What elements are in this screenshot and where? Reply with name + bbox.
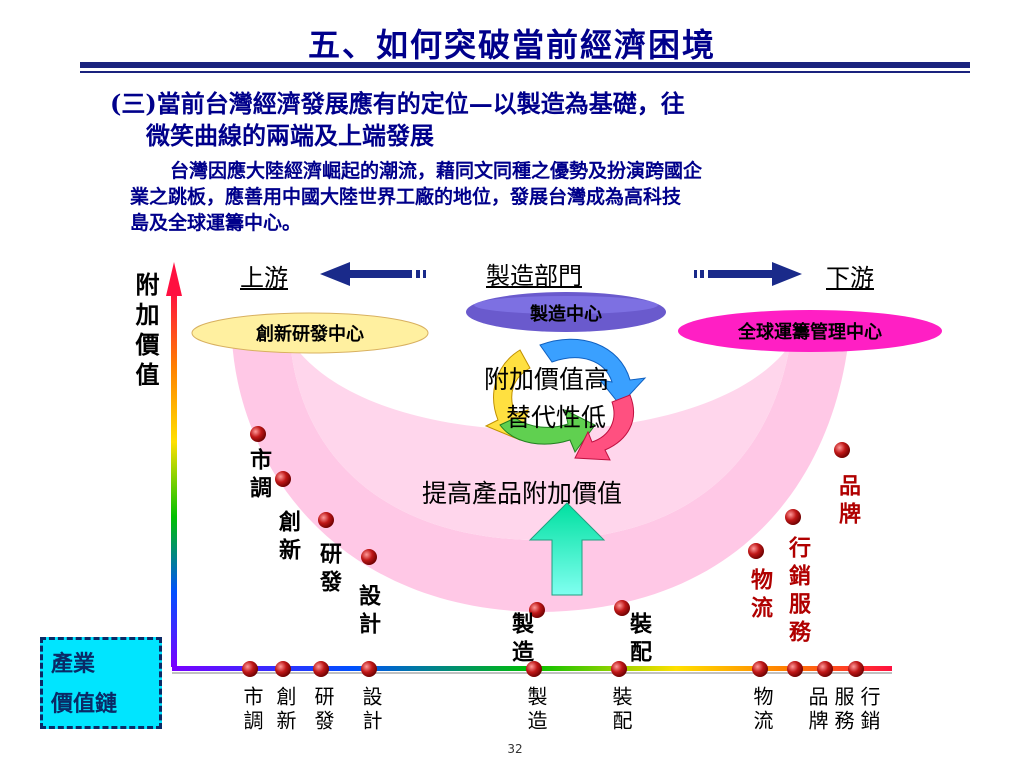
innovation-center-pill <box>191 312 429 354</box>
page-number: 32 <box>507 742 523 756</box>
dot-brand <box>834 442 850 458</box>
value-chain-line-1: 產業 <box>51 651 96 677</box>
y-axis-bar <box>171 292 177 667</box>
bottom-label-design: 設計 <box>359 686 383 734</box>
logistics-center-label: 全球運籌管理中心 <box>738 322 882 343</box>
dot-logistics <box>748 543 764 559</box>
section-heading: (三)當前台灣經濟發展應有的定位—以製造為基礎，往 微笑曲線的兩端及上端發展 <box>110 88 970 152</box>
body-paragraph: 台灣因應大陸經濟崛起的潮流，藉同文同種之優勢及扮演跨國企 業之跳板，應善用中國大… <box>130 158 970 236</box>
axis-dot-design <box>361 661 377 677</box>
smile-band <box>232 340 848 612</box>
raise-value-text: 提高產品附加價值 <box>422 479 623 508</box>
title-rule-thin <box>80 71 970 73</box>
heading-line-2: 微笑曲線的兩端及上端發展 <box>146 121 434 150</box>
manufacturing-center-label: 製造中心 <box>530 304 602 325</box>
curve-label-design: 設計 <box>355 584 381 640</box>
axis-dots <box>242 661 864 677</box>
curve-label-market: 市調 <box>246 448 272 504</box>
dot-sales <box>785 509 801 525</box>
substitutability-low-text: 替代性低 <box>506 403 607 432</box>
bottom-label-market: 市調 <box>240 686 264 734</box>
bottom-label-innovation: 創新 <box>273 686 297 734</box>
curve-label-brand: 品牌 <box>835 474 861 530</box>
bottom-label-sales-service-brand: 行銷服務品牌 <box>805 686 881 734</box>
bottom-label-logistics: 物流 <box>750 686 774 734</box>
dot-innovation <box>275 471 291 487</box>
curve-label-sales-service: 行銷服務 <box>785 536 811 648</box>
title-rule <box>80 62 970 68</box>
heading-line-1: (三)當前台灣經濟發展應有的定位—以製造為基礎，往 <box>110 89 685 118</box>
dot-design <box>361 549 377 565</box>
downstream-label: 下游 <box>826 264 874 292</box>
curve-dots <box>250 426 850 618</box>
cycle-arrows-icon <box>484 338 647 461</box>
axis-dot-innovation <box>275 661 291 677</box>
dot-manufacture <box>529 602 545 618</box>
value-chain-line-2: 價值鏈 <box>51 691 118 717</box>
dot-rnd <box>318 512 334 528</box>
dot-assembly <box>614 600 630 616</box>
value-chain-box: 產業 價值鏈 <box>40 637 162 729</box>
axis-dot-logistics <box>752 661 768 677</box>
curve-label-innovation: 創新 <box>275 510 301 566</box>
logistics-center-pill <box>678 310 942 352</box>
para-line-1: 台灣因應大陸經濟崛起的潮流，藉同文同種之優勢及扮演跨國企 <box>170 160 703 182</box>
bottom-label-assembly: 裝配 <box>609 686 633 734</box>
axis-dot-market <box>242 661 258 677</box>
para-line-2: 業之跳板，應善用中國大陸世界工廠的地位，發展台灣成為高科技 <box>130 186 682 208</box>
curve-label-rnd: 研發 <box>316 542 342 598</box>
raise-value-arrow <box>528 502 606 596</box>
manufacturing-dept-label: 製造部門 <box>486 262 582 290</box>
axis-dot-sales <box>787 661 803 677</box>
para-line-3: 島及全球運籌中心。 <box>130 212 302 234</box>
axis-dot-brand <box>848 661 864 677</box>
upstream-arrow <box>320 262 412 286</box>
axis-dot-assembly <box>611 661 627 677</box>
curve-label-assembly: 裝配 <box>626 612 652 668</box>
bottom-label-manufacture: 製造 <box>524 686 548 734</box>
downstream-arrow <box>708 262 802 286</box>
curve-label-manufacture: 製造 <box>508 612 534 668</box>
dot-market <box>250 426 266 442</box>
innovation-center-label: 創新研發中心 <box>256 324 364 345</box>
curve-label-logistics: 物流 <box>747 568 773 624</box>
value-high-text: 附加價值高 <box>484 365 610 394</box>
y-axis-label: 附加價值 <box>131 272 160 392</box>
upstream-label: 上游 <box>240 264 288 292</box>
slide-title: 五、如何突破當前經濟困境 <box>307 26 716 64</box>
axis-dot-manufacture <box>526 661 542 677</box>
y-axis-arrowhead <box>166 262 182 296</box>
bottom-label-rnd: 研發 <box>311 686 335 734</box>
axis-dot-service <box>817 661 833 677</box>
axis-dot-rnd <box>313 661 329 677</box>
